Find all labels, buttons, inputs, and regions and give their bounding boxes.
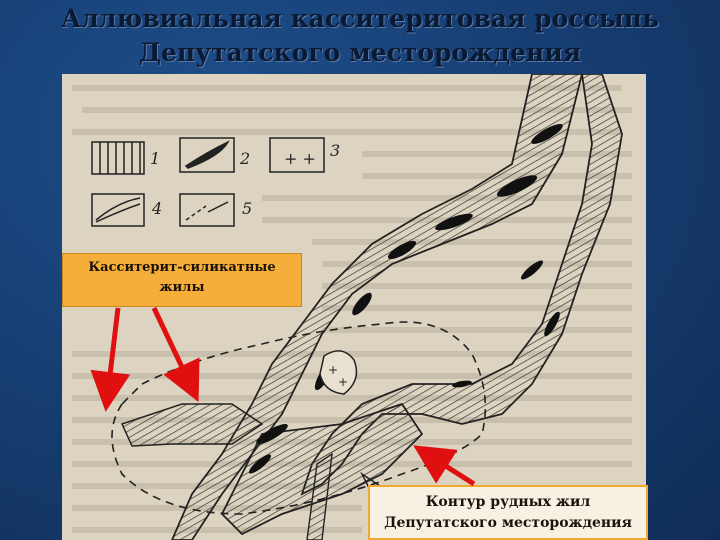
title-line-1: Аллювиальная касситеритовая россыпь <box>60 4 660 33</box>
legend-number-3: 3 <box>330 141 340 160</box>
svg-text:+: + <box>338 375 348 389</box>
title-line-2: Депутатского месторождения <box>138 38 582 67</box>
svg-text:+: + <box>328 363 338 377</box>
ore-contour <box>111 321 487 515</box>
placer-body <box>120 74 623 540</box>
callout-veins: Касситерит-силикатные жилы <box>62 253 302 307</box>
callout-contour-line-1: Контур рудных жил <box>425 494 591 510</box>
legend-number-5: 5 <box>242 199 252 218</box>
callout-contour-line-2: Депутатского месторождения <box>384 515 632 531</box>
geological-map: + + 1 2 3 4 5 <box>62 74 646 540</box>
granite-intrusion: + + <box>319 350 358 395</box>
callout-veins-line-1: Касситерит-силикатные <box>88 260 276 275</box>
legend-numbers: 1 2 3 4 5 <box>150 141 340 218</box>
legend-number-4: 4 <box>151 199 162 218</box>
callout-veins-line-2: жилы <box>159 280 205 295</box>
slide-title: Аллювиальная касситеритовая россыпь Депу… <box>0 2 720 70</box>
callout-contour: Контур рудных жил Депутатского месторожд… <box>368 485 648 540</box>
legend: + + <box>91 137 325 227</box>
ore-lenses <box>248 124 563 474</box>
map-drawing: + + 1 2 3 4 5 <box>72 74 632 540</box>
svg-text:+ +: + + <box>284 149 316 168</box>
legend-number-2: 2 <box>239 149 250 168</box>
legend-number-1: 1 <box>150 149 160 168</box>
